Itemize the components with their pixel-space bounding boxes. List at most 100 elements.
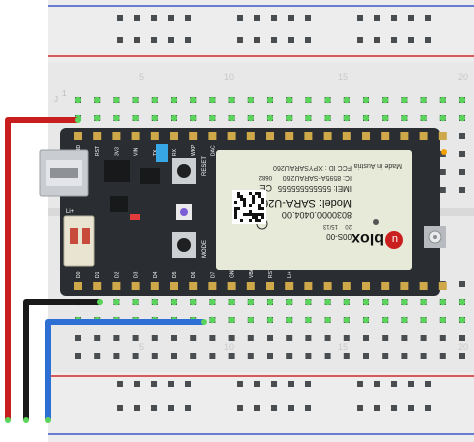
- connected-hole: [132, 114, 139, 122]
- rail-hole: [357, 37, 363, 43]
- header-pin: [93, 282, 102, 290]
- terminal-hole: [343, 335, 350, 341]
- terminal-hole: [171, 353, 177, 359]
- connected-hole: [420, 96, 427, 104]
- header-pin: [74, 132, 82, 140]
- rail-hole: [305, 381, 311, 387]
- connected-hole: [286, 316, 293, 324]
- rail-hole: [374, 15, 380, 21]
- black-wire: [23, 299, 103, 423]
- connected-hole: [94, 96, 101, 104]
- li-plus-label: Li+: [66, 209, 75, 215]
- terminal-hole: [247, 353, 254, 359]
- connected-hole: [458, 114, 466, 122]
- connected-hole: [113, 298, 120, 306]
- terminal-hole: [382, 335, 389, 341]
- rail-hole: [357, 405, 363, 411]
- header-pin: [74, 282, 82, 290]
- connected-hole: [74, 96, 82, 104]
- header-pin: [227, 282, 236, 290]
- header-pin-label: RST: [95, 146, 101, 156]
- ic-chip: [140, 168, 160, 184]
- terminal-hole: [363, 353, 369, 359]
- terminal-hole: [209, 353, 216, 359]
- header-pin: [112, 132, 121, 140]
- connected-hole: [343, 298, 350, 306]
- connected-hole: [305, 114, 312, 122]
- rail-hole: [391, 405, 397, 411]
- connected-hole: [439, 96, 446, 104]
- rail-hole: [408, 15, 414, 21]
- connected-hole: [305, 298, 312, 306]
- connected-hole: [266, 96, 274, 104]
- header-pin-label: GND: [230, 267, 236, 279]
- row-letter-j: J: [54, 95, 58, 104]
- mode-button[interactable]: [172, 232, 196, 258]
- terminal-hole: [286, 353, 293, 359]
- connected-hole: [362, 114, 370, 122]
- connected-hole: [305, 96, 312, 104]
- connected-hole: [401, 114, 408, 122]
- ic-chip: [104, 160, 130, 182]
- connected-hole: [190, 96, 197, 104]
- connected-hole: [266, 298, 274, 306]
- connected-hole: [420, 316, 427, 324]
- header-pin-label: DAC: [210, 145, 216, 156]
- rail-hole: [425, 15, 431, 21]
- connected-hole: [286, 96, 293, 104]
- rail-hole: [151, 15, 157, 21]
- rail-hole: [151, 381, 157, 387]
- terminal-hole: [459, 151, 465, 157]
- rail-hole: [425, 37, 431, 43]
- terminal-hole: [228, 335, 235, 341]
- connected-hole: [209, 298, 216, 306]
- connected-hole: [324, 96, 331, 104]
- connected-hole: [382, 114, 389, 122]
- col-number-15: 15: [338, 72, 348, 82]
- led-icon: [176, 204, 192, 220]
- header-pin-label: RX: [172, 148, 178, 156]
- header-pin: [362, 132, 370, 140]
- terminal-hole: [382, 353, 389, 359]
- rail-holes: [117, 15, 431, 411]
- rail-hole: [151, 37, 157, 43]
- connected-hole: [382, 316, 389, 324]
- connected-hole: [324, 114, 331, 122]
- header-pin-label: VBAT: [249, 265, 255, 278]
- rail-hole: [151, 405, 157, 411]
- connected-hole: [190, 298, 197, 306]
- rail-hole: [117, 381, 123, 387]
- rail-hole: [134, 15, 140, 21]
- small-symbol-icon: [373, 219, 379, 225]
- reset-button[interactable]: [172, 158, 196, 184]
- col-number-bottom-5: 5: [139, 342, 144, 352]
- top-power-rail: [48, 0, 474, 62]
- header-pin: [170, 282, 178, 290]
- header-pin: [285, 132, 294, 140]
- rail-hole: [134, 381, 140, 387]
- sun-icon: [441, 149, 447, 155]
- terminal-hole: [190, 335, 197, 341]
- terminal-hole: [459, 335, 465, 341]
- rail-hole: [408, 381, 414, 387]
- terminal-hole: [267, 353, 273, 359]
- rail-hole: [408, 405, 414, 411]
- fcc-id-text: FCC ID : XPYSARAU260: [273, 164, 352, 171]
- connected-hole: [247, 114, 254, 122]
- rail-hole: [288, 381, 294, 387]
- connected-hole: [151, 114, 158, 122]
- rail-hole: [374, 381, 380, 387]
- rail-hole: [117, 37, 123, 43]
- col-number-bottom-15: 15: [338, 342, 348, 352]
- header-pin-label: 3V3: [114, 147, 120, 156]
- terminal-hole: [420, 353, 427, 359]
- qr-code-icon: [232, 190, 266, 224]
- connected-hole: [228, 114, 235, 122]
- connected-hole: [362, 298, 370, 306]
- header-pin: [208, 132, 217, 140]
- header-pin: [419, 132, 428, 140]
- rail-hole: [168, 37, 174, 43]
- header-pin: [323, 282, 332, 290]
- header-pin: [381, 282, 390, 290]
- connected-hole: [266, 114, 274, 122]
